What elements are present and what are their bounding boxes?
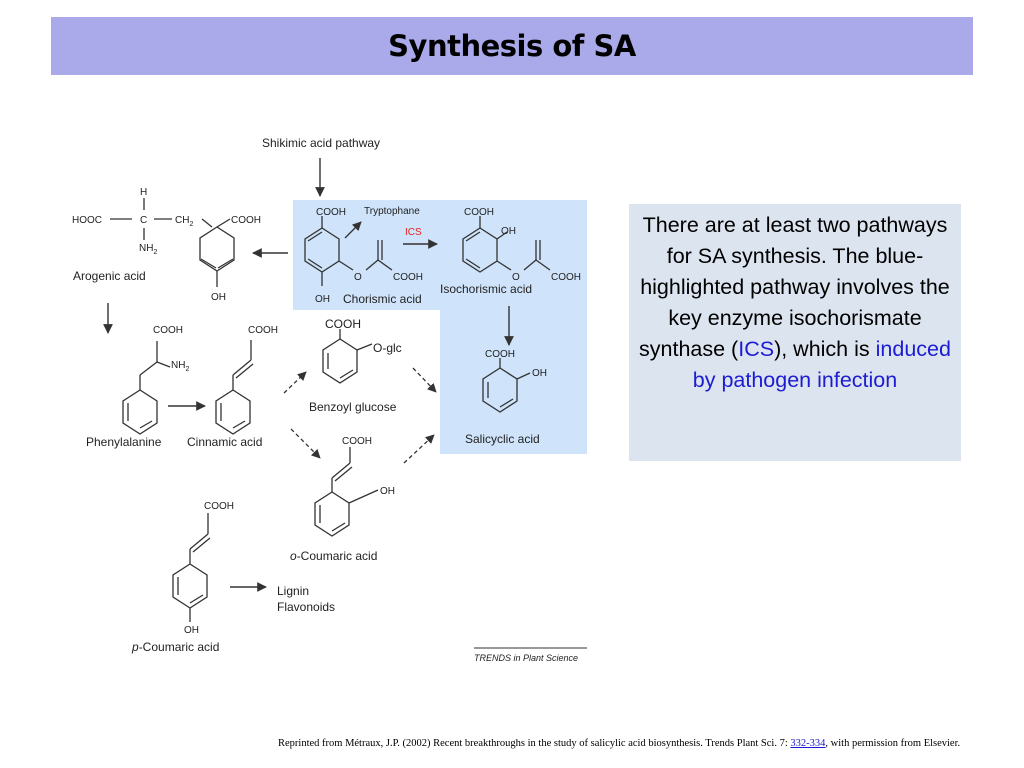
tryptophane-label: Tryptophane bbox=[364, 206, 420, 217]
citation-suffix: , with permission from Elsevier. bbox=[825, 738, 961, 749]
ch2-label: CH2 bbox=[175, 215, 193, 228]
induced-by-pathogen-highlight: induced by pathogen infection bbox=[692, 337, 951, 392]
lignin-label: Lignin bbox=[277, 584, 309, 598]
isochorismic-acid-label: Isochorismic acid bbox=[440, 282, 532, 296]
salicyclic-acid-label: Salicyclic acid bbox=[465, 432, 540, 446]
cooh-label: COOH bbox=[248, 325, 278, 336]
cooh-label: COOH bbox=[204, 501, 234, 512]
info-text: There are at least two pathways for SA s… bbox=[639, 213, 950, 361]
chorismic-acid-label: Chorismic acid bbox=[343, 292, 422, 306]
oh-label: OH bbox=[184, 625, 199, 636]
cooh-label: COOH bbox=[485, 349, 515, 360]
salicyclic-acid-structure bbox=[482, 358, 531, 413]
cooh-label: COOH bbox=[153, 325, 183, 336]
cinnamic-acid-structure bbox=[215, 340, 254, 435]
highlight-region bbox=[293, 200, 587, 454]
citation-link[interactable]: 332-334 bbox=[790, 738, 826, 749]
oh-label: OH bbox=[211, 292, 226, 303]
isochorismic-acid-structure bbox=[462, 216, 551, 273]
o-coumaric-acid-label: o-Coumaric acid bbox=[290, 549, 377, 563]
hooc-label: HOOC bbox=[72, 215, 102, 226]
cooh-label: COOH bbox=[231, 215, 261, 226]
arrow bbox=[412, 367, 437, 393]
cooh-label: COOH bbox=[342, 436, 372, 447]
p-coumaric-acid-label: p-Coumaric acid bbox=[131, 640, 219, 654]
o-glc-label: O-glc bbox=[373, 341, 402, 355]
info-text-continued: ), which is bbox=[774, 337, 876, 361]
arogenic-acid-label: Arogenic acid bbox=[73, 269, 146, 283]
cooh-label: COOH bbox=[325, 317, 361, 331]
cooh-label: COOH bbox=[464, 207, 494, 218]
flavonoids-label: Flavonoids bbox=[277, 600, 335, 614]
sa-synthesis-pathway-diagram: Shikimic acid pathway H C HOOC CH2 NH2 C… bbox=[72, 136, 587, 663]
c-label: C bbox=[140, 215, 147, 226]
oh-label: OH bbox=[532, 368, 547, 379]
p-coumaric-acid-structure bbox=[172, 513, 211, 622]
ics-label: ICS bbox=[405, 227, 422, 238]
slide-title: Synthesis of SA bbox=[388, 29, 636, 63]
h-label: H bbox=[140, 187, 147, 198]
cooh-label: COOH bbox=[393, 272, 423, 283]
o-coumaric-acid-structure bbox=[314, 447, 379, 537]
phenylalanine-label: Phenylalanine bbox=[86, 435, 162, 449]
benzoyl-glucose-label: Benzoyl glucose bbox=[309, 400, 397, 414]
citation-text: Reprinted from Métraux, J.P. (2002) Rece… bbox=[278, 738, 791, 749]
arrow bbox=[344, 221, 362, 239]
ics-highlight: ICS bbox=[738, 337, 775, 361]
nh2-label: NH2 bbox=[171, 360, 189, 373]
chorismic-acid-structure bbox=[304, 216, 393, 286]
oh-label: OH bbox=[380, 486, 395, 497]
journal-credit: TRENDS in Plant Science bbox=[474, 653, 578, 663]
cooh-label: COOH bbox=[551, 272, 581, 283]
benzoyl-glucose-structure bbox=[322, 329, 373, 384]
cooh-label: COOH bbox=[316, 207, 346, 218]
shikimic-pathway-label: Shikimic acid pathway bbox=[262, 136, 380, 150]
oh-label: OH bbox=[501, 226, 516, 237]
o-label: O bbox=[512, 272, 520, 283]
arrow bbox=[283, 371, 307, 394]
nh2-label: NH2 bbox=[139, 243, 157, 256]
info-box: There are at least two pathways for SA s… bbox=[629, 204, 961, 461]
o-label: O bbox=[354, 272, 362, 283]
citation-footer: Reprinted from Métraux, J.P. (2002) Rece… bbox=[278, 738, 1023, 749]
arogenic-acid-structure bbox=[110, 198, 235, 287]
cinnamic-acid-label: Cinnamic acid bbox=[187, 435, 262, 449]
arrow bbox=[403, 434, 435, 464]
phenylalanine-structure bbox=[122, 341, 171, 435]
arrow bbox=[290, 428, 321, 459]
oh-label: OH bbox=[315, 294, 330, 305]
title-bar: Synthesis of SA bbox=[51, 17, 973, 75]
